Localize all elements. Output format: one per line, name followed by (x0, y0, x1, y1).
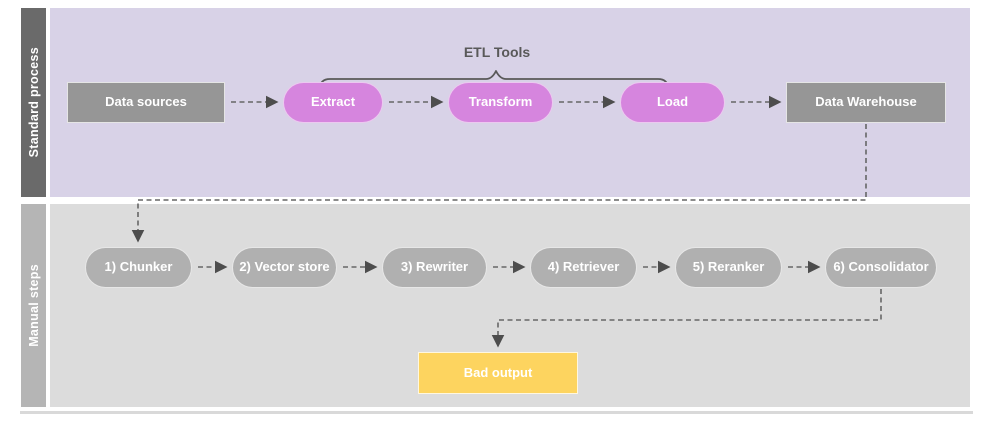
node-retriever: 4) Retriever (530, 247, 637, 288)
node-chunker: 1) Chunker (85, 247, 192, 288)
bottom-divider (20, 411, 973, 414)
lane-header-manual-steps: Manual steps (21, 204, 46, 407)
node-vector-store: 2) Vector store (232, 247, 337, 288)
node-bad-output: Bad output (418, 352, 578, 394)
node-transform-label: Transform (468, 94, 533, 110)
node-data-warehouse-label: Data Warehouse (815, 94, 917, 110)
node-transform: Transform (448, 82, 553, 123)
node-data-warehouse: Data Warehouse (786, 82, 946, 123)
lane-label-manual-steps: Manual steps (26, 264, 41, 347)
node-chunker-label: 1) Chunker (104, 259, 173, 275)
etl-tools-label: ETL Tools (463, 44, 531, 60)
node-rewriter-label: 3) Rewriter (400, 259, 469, 275)
node-consolidator: 6) Consolidator (825, 247, 937, 288)
node-rewriter: 3) Rewriter (382, 247, 487, 288)
node-data-sources: Data sources (67, 82, 225, 123)
node-data-sources-label: Data sources (105, 94, 187, 110)
lane-header-standard-process: Standard process (21, 8, 46, 197)
node-extract-label: Extract (310, 94, 356, 110)
node-reranker-label: 5) Reranker (692, 259, 765, 275)
lane-label-standard-process: Standard process (26, 47, 41, 158)
node-retriever-label: 4) Retriever (547, 259, 620, 275)
node-load-label: Load (656, 94, 689, 110)
node-vector-store-label: 2) Vector store (239, 259, 330, 275)
node-bad-output-label: Bad output (463, 364, 533, 380)
node-reranker: 5) Reranker (675, 247, 782, 288)
node-consolidator-label: 6) Consolidator (833, 259, 929, 275)
node-extract: Extract (283, 82, 383, 123)
node-load: Load (620, 82, 725, 123)
